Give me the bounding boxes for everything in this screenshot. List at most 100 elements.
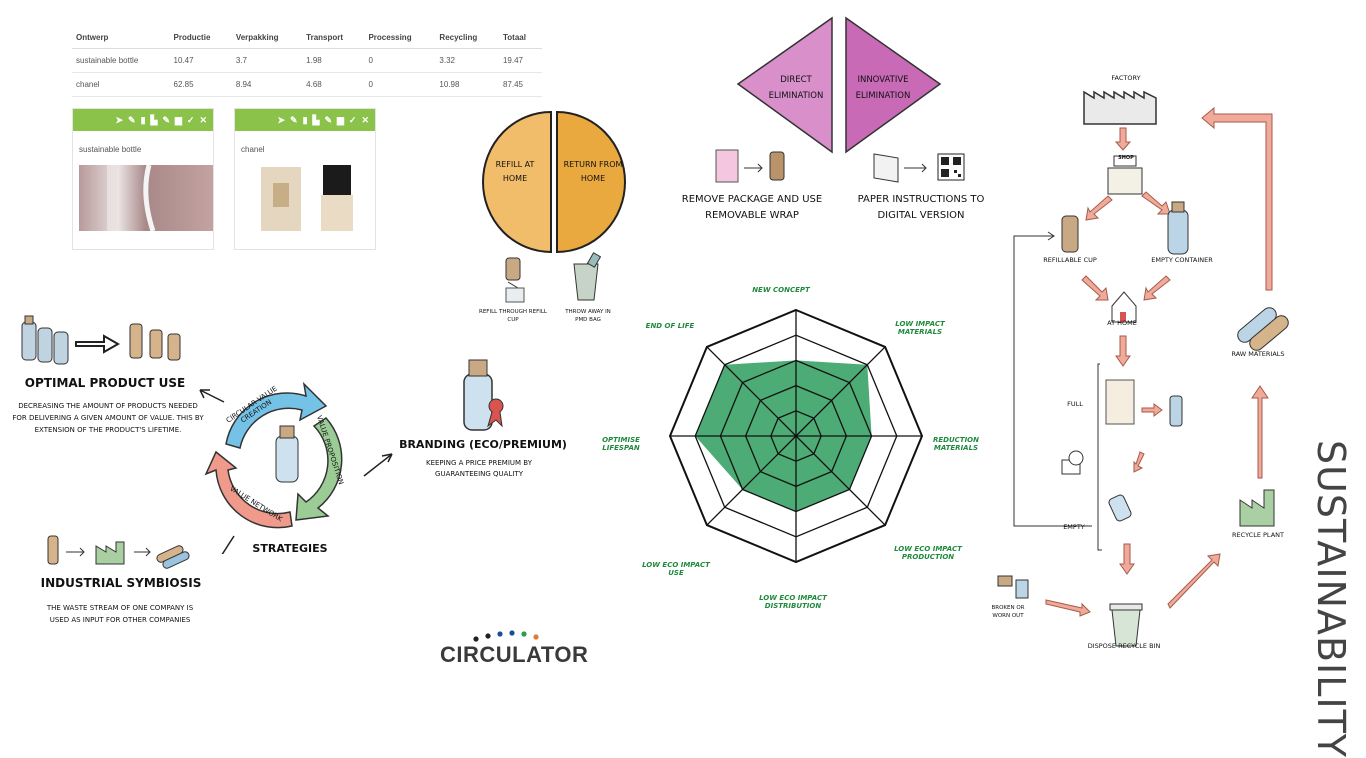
product-card-chanel: ➤ ✎ ▮ ▙ ✎ ▆ ✓ ✕ chanel <box>234 108 376 250</box>
logo-dot <box>509 630 515 636</box>
table-cell: 0 <box>364 72 436 97</box>
sustainability-title: SUSTAINABILITY <box>1309 440 1353 758</box>
wrench-icon[interactable]: ✎ <box>290 115 298 125</box>
radar-axis-label: REDUCTION MATERIALS <box>933 436 979 452</box>
copy-icon[interactable]: ▆ <box>174 115 182 125</box>
chart-icon[interactable]: ▙ <box>150 115 158 125</box>
table-cell: 87.45 <box>498 72 542 97</box>
direct-elimination-shape <box>736 16 833 154</box>
optimal-product-use-desc: DECREASING THE AMOUNT OF PRODUCTS NEEDED… <box>12 402 204 434</box>
lifecycle-diagram <box>997 90 1289 647</box>
optimal-use-icons <box>21 315 181 365</box>
table-cell: 19.47 <box>498 48 542 73</box>
at-home-label: AT HOME <box>1107 319 1137 327</box>
raw-materials-label: RAW MATERIALS <box>1231 350 1285 358</box>
radar-axis-label: OPTIMISE LIFESPAN <box>602 436 640 452</box>
full-label: FULL <box>1067 400 1083 408</box>
refill-caption: REFILL THROUGH REFILL CUP <box>479 309 547 323</box>
refill-return-circle <box>482 110 626 254</box>
recycle-plant-icon <box>1239 489 1275 527</box>
circulator-logo-text: CIRCULATOR <box>440 642 589 667</box>
close-icon[interactable]: ✕ <box>199 115 207 125</box>
product-card-sustainable-bottle: ➤ ✎ ▮ ▙ ✎ ▆ ✓ ✕ sustainable bottle <box>72 108 214 250</box>
refill-half <box>482 110 552 254</box>
refill-icons <box>505 252 602 303</box>
table-cell: 3.7 <box>231 48 303 73</box>
return-from-home-label: RETURN FROM HOME <box>563 160 623 183</box>
factory-icon <box>1083 90 1157 125</box>
radar-axis-label: NEW CONCEPT <box>752 286 810 294</box>
factory-label: FACTORY <box>1111 74 1141 82</box>
table-header-row: Ontwerp Productie Verpakking Transport P… <box>72 28 542 49</box>
copy-icon[interactable]: ▆ <box>336 115 344 125</box>
circular-value-arrow <box>225 381 328 449</box>
dispose-bin-label: DISPOSE RECYCLE BIN <box>1087 642 1161 650</box>
col-header: Transport <box>302 28 365 49</box>
table-row: chanel 62.85 8.94 4.68 0 10.98 87.45 <box>72 72 542 97</box>
col-header: Recycling <box>435 28 499 49</box>
return-half <box>556 110 626 254</box>
refillable-cup-label: REFILLABLE CUP <box>1043 256 1097 264</box>
table-cell: sustainable bottle <box>72 48 170 73</box>
broken-bottle-icon <box>997 575 1013 587</box>
edit-icon[interactable]: ✓ <box>348 115 357 125</box>
paper-digital-text: PAPER INSTRUCTIONS TO DIGITAL VERSION <box>857 194 985 221</box>
card-title: chanel <box>241 145 265 154</box>
direct-elimination-label: DIRECT ELIMINATION <box>768 75 824 101</box>
document-icon[interactable]: ▮ <box>140 115 146 125</box>
table-row: sustainable bottle 10.47 3.7 1.98 0 3.32… <box>72 48 542 73</box>
card-title: sustainable bottle <box>79 145 142 154</box>
table-cell: 1.98 <box>302 48 365 73</box>
radar-spoke <box>795 435 886 526</box>
logo-dot <box>521 631 527 637</box>
circulator-logo-dots <box>473 630 539 642</box>
empty-container-icon <box>1167 209 1189 255</box>
send-icon[interactable]: ➤ <box>115 115 124 125</box>
refill-station-icon <box>1105 379 1135 425</box>
radar-spoke <box>795 346 886 437</box>
col-header: Ontwerp <box>72 28 170 49</box>
logo-dot <box>473 636 479 642</box>
industrial-symbiosis-desc: THE WASTE STREAM OF ONE COMPANY IS USED … <box>46 604 194 624</box>
edit-icon[interactable]: ✓ <box>186 115 195 125</box>
radar-axis-label: LOW IMPACT MATERIALS <box>895 320 945 336</box>
close-icon[interactable]: ✕ <box>361 115 369 125</box>
radar-axis-label: LOW ECO IMPACT USE <box>642 561 710 577</box>
radar-axis-label: LOW ECO IMPACT PRODUCTION <box>894 545 962 561</box>
home-icon <box>1111 291 1137 323</box>
chart-icon[interactable]: ▙ <box>312 115 320 125</box>
innovative-elimination-shape <box>845 16 942 154</box>
refillable-cup-icon <box>1061 215 1079 253</box>
tag-icon[interactable]: ✎ <box>162 115 170 125</box>
optimal-product-use-title: OPTIMAL PRODUCT USE <box>24 376 186 390</box>
radar-axis-label: LOW ECO IMPACT DISTRIBUTION <box>759 594 827 610</box>
return-caption: THROW AWAY IN PMD BAG <box>565 309 611 323</box>
table-cell: 10.47 <box>169 48 232 73</box>
wrench-icon[interactable]: ✎ <box>128 115 136 125</box>
value-network-arrow <box>204 450 293 529</box>
col-header: Totaal <box>498 28 542 49</box>
shop-icon <box>1107 167 1143 195</box>
logo-dot <box>497 631 503 637</box>
emissions-table: Ontwerp Productie Verpakking Transport P… <box>72 28 542 97</box>
table-cell: 10.98 <box>435 72 499 97</box>
remove-package-text: REMOVE PACKAGE AND USE REMOVABLE WRAP <box>681 194 823 221</box>
elimination-diamonds <box>736 16 942 154</box>
elimination-icons <box>715 149 965 183</box>
empty-container-label: EMPTY CONTAINER <box>1151 256 1213 264</box>
refill-at-home-label: REFILL AT HOME <box>495 160 535 183</box>
industrial-symbiosis-title: INDUSTRIAL SYMBIOSIS <box>40 576 202 590</box>
strategies-label: STRATEGIES <box>252 542 328 555</box>
table-cell: chanel <box>72 72 170 97</box>
card-toolbar: ➤ ✎ ▮ ▙ ✎ ▆ ✓ ✕ <box>73 109 213 131</box>
logo-dot <box>485 633 491 639</box>
innovative-elimination-label: INNOVATIVE ELIMINATION <box>855 75 911 101</box>
tag-icon[interactable]: ✎ <box>324 115 332 125</box>
col-header: Verpakking <box>231 28 303 49</box>
document-icon[interactable]: ▮ <box>302 115 308 125</box>
empty-label: EMPTY <box>1063 523 1085 531</box>
branding-title: BRANDING (ECO/PREMIUM) <box>399 438 567 451</box>
send-icon[interactable]: ➤ <box>277 115 286 125</box>
branding-icon <box>463 359 504 431</box>
table-cell: 4.68 <box>302 72 365 97</box>
